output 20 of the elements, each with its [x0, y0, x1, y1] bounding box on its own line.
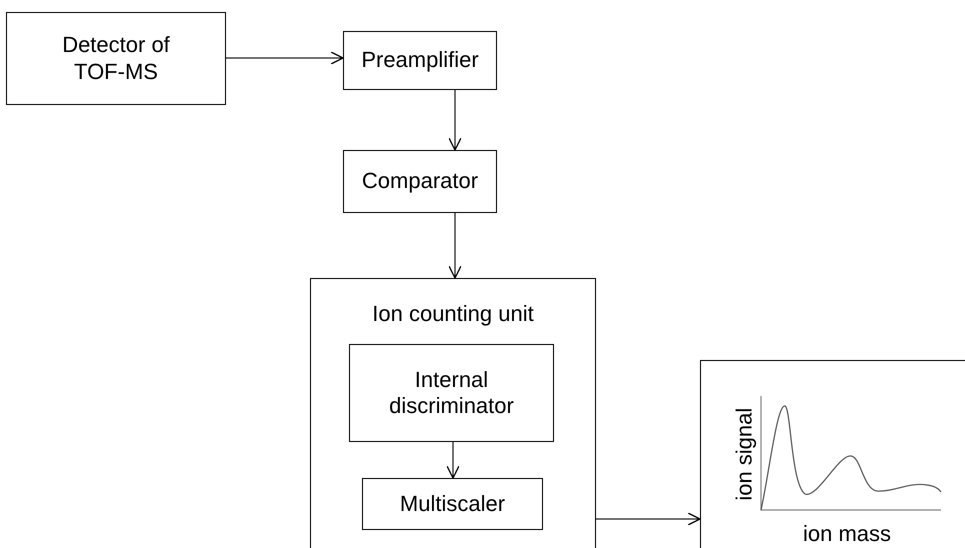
box-label: Preamplifier	[361, 47, 479, 74]
plot-box	[700, 360, 965, 548]
process-box	[343, 31, 497, 90]
process-box	[6, 12, 226, 105]
process-box	[343, 150, 497, 213]
arrow	[448, 212, 462, 279]
y-axis-label: ion signal	[731, 408, 758, 501]
arrow	[448, 90, 462, 151]
process-box	[349, 344, 554, 442]
box-label: Detector of TOF-MS	[61, 32, 171, 85]
x-axis-label: ion mass	[803, 521, 892, 548]
arrow	[226, 51, 344, 65]
box-label: Internal discriminator	[388, 366, 515, 420]
process-box	[362, 478, 543, 530]
arrow	[596, 512, 701, 526]
arrow	[446, 442, 460, 479]
group-heading: Ion counting unit	[372, 301, 534, 328]
box-label: Multiscaler	[400, 490, 506, 518]
box-label: Comparator	[362, 168, 478, 195]
group-box	[310, 278, 596, 548]
